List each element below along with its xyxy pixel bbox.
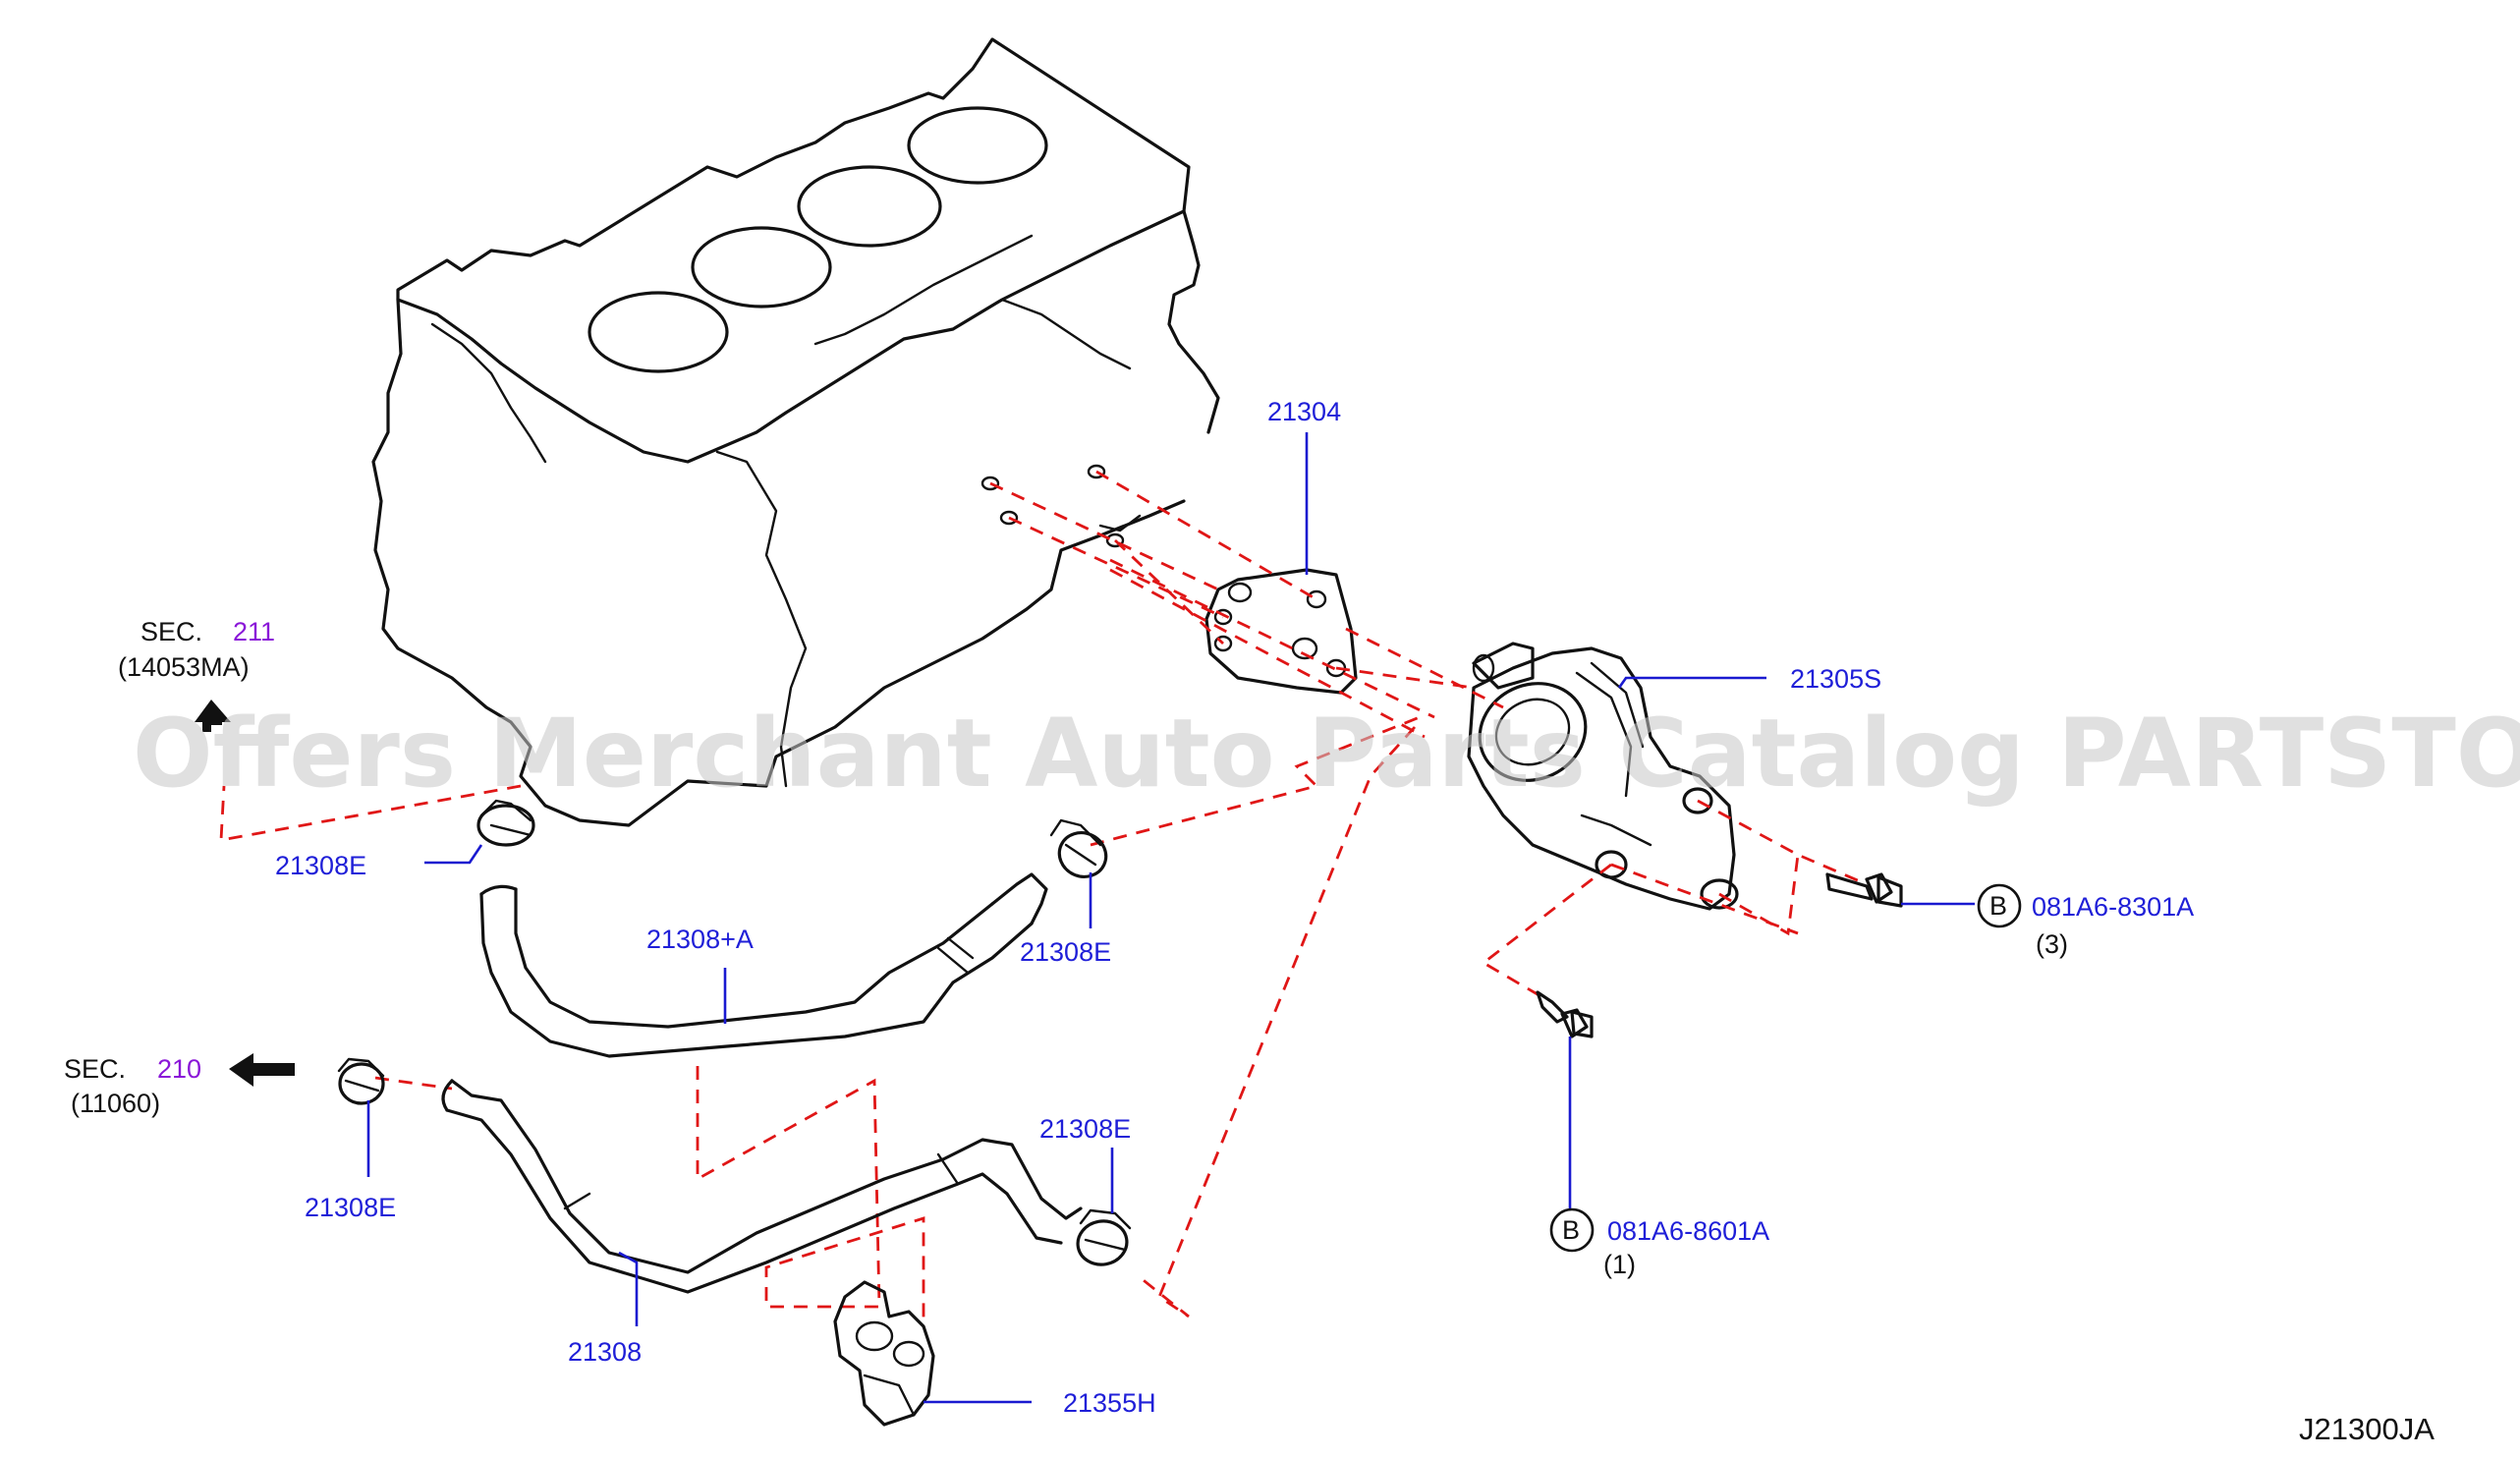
bolt-8301a-qty: (3) [2036, 929, 2068, 959]
bolt-icon [1825, 872, 1903, 908]
bolt-circle-letter: B [1989, 891, 2007, 921]
hose-clip-part-number: 21355H [1063, 1388, 1156, 1418]
engine-block-drawing [371, 37, 1220, 827]
callout-leaders [366, 432, 1975, 1404]
gasket-drawing [1204, 568, 1358, 695]
arrow-up-icon [195, 700, 231, 732]
sec-211-number[interactable]: 211 [233, 617, 275, 646]
oil-cooler-drawing [1467, 642, 1739, 911]
sec-210-number[interactable]: 210 [157, 1054, 201, 1084]
sec-211-sub: (14053MA) [118, 652, 250, 682]
dashed-guide-lines [219, 470, 1868, 1326]
hose-upper-part-number: 21308+A [646, 925, 754, 954]
block-mounting-holes [980, 464, 1125, 548]
hose-lower-drawing [441, 1079, 1083, 1294]
hose-clip-drawing [833, 1280, 935, 1427]
oil-cooler-part-number: 21305S [1790, 664, 1881, 694]
hose-lower-part-number: 21308 [568, 1337, 642, 1367]
gasket-part-number: 21304 [1267, 397, 1341, 426]
sec-210-sub: (11060) [71, 1089, 160, 1118]
hose-clamp-icon [476, 799, 535, 847]
sec-210-prefix[interactable]: SEC. [64, 1054, 126, 1084]
hose-clamp-icon [337, 1057, 385, 1105]
bolt-ref-8301a: B 081A6-8301A (3) [1977, 883, 2194, 959]
hose-clamp-icon [1076, 1208, 1132, 1266]
sec-211-prefix[interactable]: SEC. [140, 617, 202, 646]
clamp-center-upper-part-number: 21308E [1020, 937, 1111, 967]
hose-clamp-icon [1049, 818, 1108, 878]
clamp-left-lower-part-number: 21308E [305, 1193, 396, 1222]
bolt-circle-letter: B [1562, 1215, 1580, 1245]
arrow-left-icon [229, 1053, 295, 1087]
clamp-center-lower-part-number: 21308E [1039, 1114, 1131, 1144]
bolt-8601a-qty: (1) [1603, 1250, 1636, 1279]
bolt-8601a-part-number: 081A6-8601A [1607, 1216, 1769, 1246]
diagram-code: J21300JA [2299, 1412, 2435, 1446]
clamp-left-upper-part-number: 21308E [275, 851, 366, 880]
hose-upper-drawing [479, 872, 1048, 1058]
bolt-8301a-part-number: 081A6-8301A [2032, 892, 2194, 922]
watermark-text: Offers Merchant Auto Parts Catalog PARTS… [133, 699, 2520, 809]
bolt-icon [1536, 990, 1594, 1038]
bolt-ref-8601a: B 081A6-8601A (1) [1549, 1207, 1769, 1279]
